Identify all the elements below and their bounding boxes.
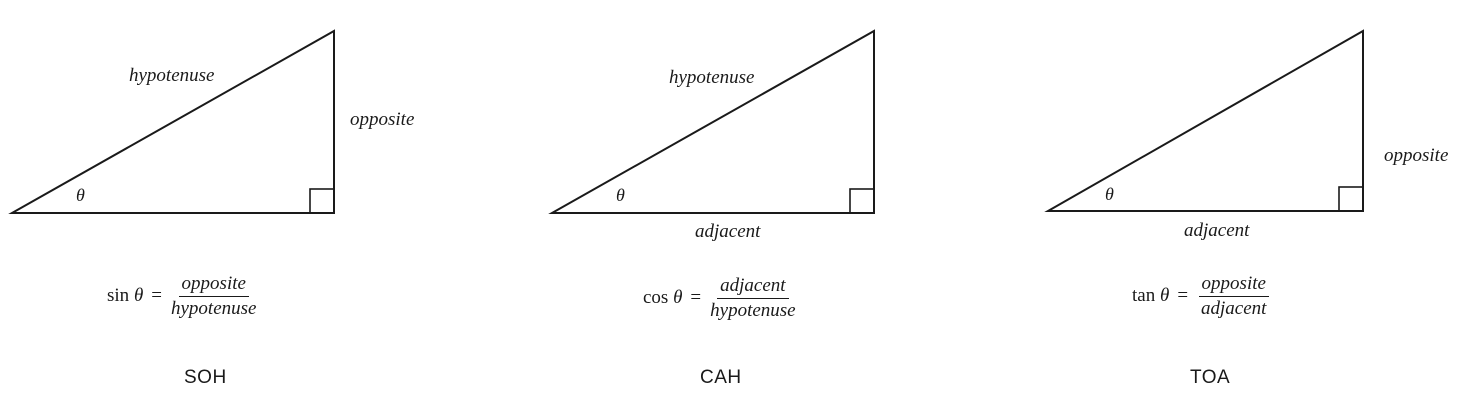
triangle-soh bbox=[8, 29, 335, 214]
hypotenuse-label-soh: hypotenuse bbox=[129, 65, 215, 86]
formula-equals: = bbox=[1177, 285, 1189, 307]
hypotenuse-label-cah: hypotenuse bbox=[669, 67, 755, 88]
formula-fraction: adjacent hypotenuse bbox=[707, 276, 798, 321]
fraction-denominator: adjacent bbox=[1201, 297, 1267, 319]
right-angle-marker-soh bbox=[309, 188, 335, 214]
triangle-soh-outline bbox=[8, 29, 335, 214]
formula-func: cos bbox=[643, 287, 669, 309]
mnemonic-soh: SOH bbox=[184, 367, 227, 388]
adjacent-label-toa: adjacent bbox=[1184, 220, 1250, 241]
right-angle-marker-cah bbox=[849, 188, 875, 214]
formula-func: tan bbox=[1132, 285, 1156, 307]
angle-label-soh: θ bbox=[76, 185, 85, 205]
triangle-cah-outline bbox=[548, 29, 875, 214]
opposite-label-soh: opposite bbox=[350, 109, 415, 130]
formula-func: sin bbox=[107, 285, 130, 307]
triangle-toa-outline bbox=[1044, 29, 1364, 212]
tangent-formula: tan θ = opposite adjacent bbox=[1132, 274, 1269, 319]
fraction-denominator: hypotenuse bbox=[710, 299, 796, 321]
fraction-numerator: opposite bbox=[1198, 274, 1269, 297]
adjacent-label-cah: adjacent bbox=[695, 221, 761, 242]
formula-equals: = bbox=[151, 285, 162, 307]
formula-fraction: opposite adjacent bbox=[1198, 274, 1269, 319]
cosine-formula: cos θ = adjacent hypotenuse bbox=[643, 276, 799, 321]
sine-formula: sin θ = opposite hypotenuse bbox=[107, 274, 259, 319]
formula-var: θ bbox=[1159, 285, 1170, 307]
fraction-denominator: hypotenuse bbox=[171, 297, 257, 319]
triangle-cah bbox=[548, 29, 875, 214]
angle-label-toa: θ bbox=[1105, 184, 1114, 204]
triangle-toa bbox=[1044, 29, 1364, 212]
fraction-numerator: opposite bbox=[178, 274, 249, 297]
formula-fraction: opposite hypotenuse bbox=[168, 274, 259, 319]
formula-var: θ bbox=[133, 285, 144, 307]
formula-equals: = bbox=[690, 287, 702, 309]
mnemonic-toa: TOA bbox=[1190, 367, 1231, 388]
fraction-numerator: adjacent bbox=[717, 276, 789, 299]
angle-label-cah: θ bbox=[616, 185, 625, 205]
formula-var: θ bbox=[673, 287, 683, 309]
opposite-label-toa: opposite bbox=[1384, 145, 1449, 166]
mnemonic-cah: CAH bbox=[700, 367, 742, 388]
right-angle-marker-toa bbox=[1338, 186, 1364, 212]
